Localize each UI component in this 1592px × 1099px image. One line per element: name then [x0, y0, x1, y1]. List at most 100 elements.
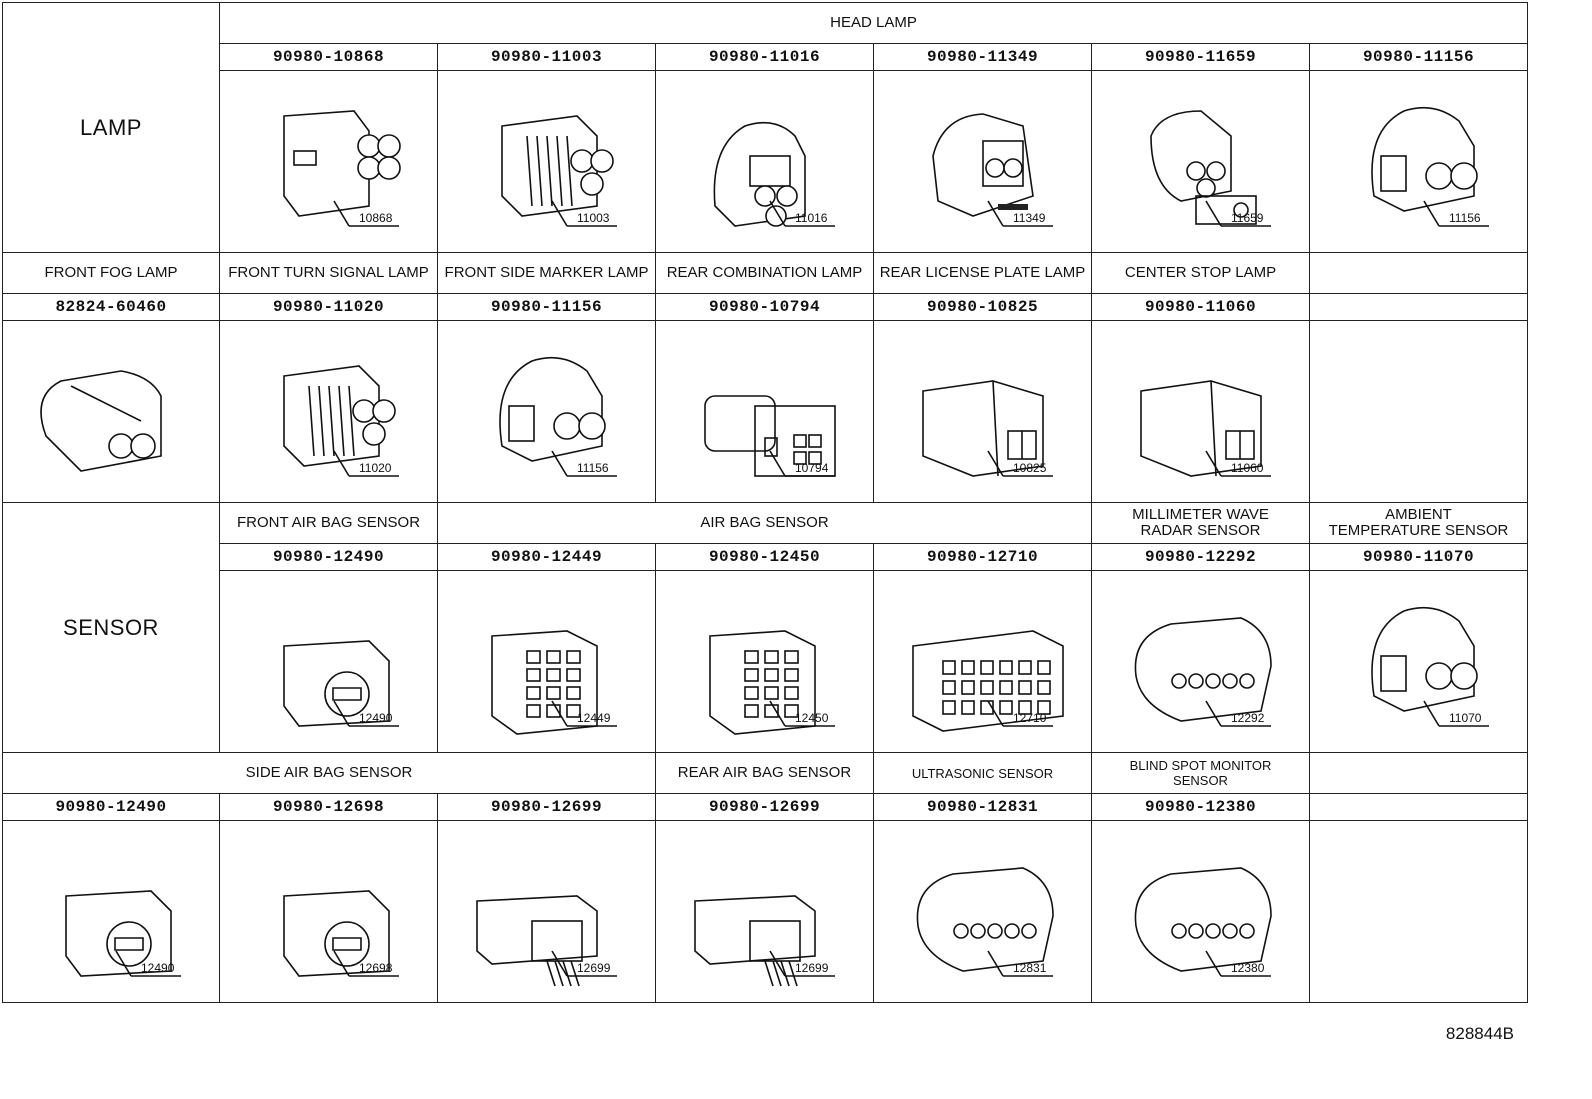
connector-table: LAMP HEAD LAMP 90980-10868 90980-11003 9… — [2, 2, 1592, 1003]
three-pin-hood-connector-icon: 11016 — [713, 121, 835, 227]
part-number: 90980-11659 — [1091, 43, 1310, 71]
callout-leader — [986, 950, 1004, 976]
callout-leader — [550, 950, 568, 976]
blank-part — [1528, 544, 1592, 571]
connector-cell: 12699 — [437, 820, 656, 1003]
label-rear-combination-lamp: REAR COMBINATION LAMP — [655, 252, 874, 294]
part-number: 90980-11156 — [437, 293, 656, 321]
callout-label: 11016 — [795, 211, 828, 225]
callout-label: 12699 — [795, 961, 829, 975]
connector-cell: 10825 — [873, 320, 1092, 503]
label-air-bag-sensor: AIR BAG SENSOR — [437, 502, 1092, 544]
label-head-lamp: HEAD LAMP — [218, 2, 1529, 44]
three-pin-round-connector-icon: 11020 — [282, 364, 399, 477]
connector-cell: 12380 — [1091, 820, 1310, 1003]
callout-leader — [1204, 950, 1222, 976]
part-number: 90980-12831 — [873, 793, 1092, 821]
callout-label: 12450 — [795, 711, 829, 725]
connector-cell: 11659 — [1091, 70, 1310, 253]
three-pin-clip-connector-icon: 11349 — [931, 112, 1053, 227]
multi-pin-round-connector-icon: 12292 — [1134, 616, 1272, 727]
connector-cell: 12698 — [219, 820, 438, 1003]
label-rear-license-plate-lamp: REAR LICENSE PLATE LAMP — [873, 252, 1092, 294]
part-number: 90980-12698 — [219, 793, 438, 821]
callout-leader — [1204, 450, 1222, 476]
callout-leader — [1422, 200, 1440, 226]
part-number: 90980-12490 — [219, 543, 438, 571]
wide-grid-block-connector-icon: 12710 — [911, 629, 1064, 732]
empty-label — [1308, 252, 1529, 294]
multi-pin-round-connector-icon: 12831 — [916, 866, 1054, 977]
blank-cell — [1528, 821, 1592, 1003]
part-number: 90980-12699 — [437, 793, 656, 821]
callout-label: 12490 — [359, 711, 393, 725]
two-pin-hood-connector-icon: 11070 — [1370, 606, 1489, 727]
callout-label: 11156 — [577, 461, 609, 475]
connector-cell: 12292 — [1091, 570, 1310, 753]
callout-label: 11156 — [1449, 211, 1481, 225]
callout-leader — [1204, 700, 1222, 726]
blank-label — [1528, 253, 1592, 294]
connector-cell: 12490 — [219, 570, 438, 753]
callout-label: 11003 — [577, 211, 610, 225]
multi-pin-round-connector-icon: 12380 — [1134, 866, 1272, 977]
blank-part — [1528, 44, 1592, 71]
connector-cell: 11156 — [1308, 70, 1529, 253]
callout-leader — [768, 950, 786, 976]
callout-label: 10825 — [1013, 461, 1047, 475]
three-pin-round-connector-icon: 11003 — [500, 114, 617, 227]
connector-cell: 11070 — [1308, 570, 1529, 753]
callout-leader — [1204, 200, 1222, 226]
blank-label — [1528, 503, 1592, 544]
grid-block-connector-icon: 12450 — [708, 629, 835, 735]
callout-leader — [550, 200, 568, 226]
category-sensor: SENSOR — [2, 502, 220, 753]
wire-lead-connector-icon: 12699 — [693, 894, 835, 986]
part-number: 90980-12710 — [873, 543, 1092, 571]
connector-cell — [2, 320, 220, 503]
callout-leader — [332, 700, 350, 726]
callout-label: 12380 — [1231, 961, 1265, 975]
part-number: 90980-11016 — [655, 43, 874, 71]
blank-cell — [1528, 571, 1592, 753]
callout-label: 11349 — [1013, 211, 1046, 225]
label-ultrasonic-sensor: ULTRASONIC SENSOR — [873, 752, 1092, 794]
callout-label: 12490 — [141, 961, 175, 975]
callout-leader — [550, 700, 568, 726]
callout-leader — [332, 450, 350, 476]
drawing-number: 828844B — [1445, 1024, 1514, 1043]
part-number: 90980-11060 — [1091, 293, 1310, 321]
callout-label: 11070 — [1449, 711, 1482, 725]
part-number: 90980-10825 — [873, 293, 1092, 321]
part-number: 90980-11156 — [1308, 43, 1529, 71]
callout-leader — [768, 200, 786, 226]
part-number: 90980-11003 — [437, 43, 656, 71]
connector-cell: 12710 — [873, 570, 1092, 753]
empty-cell — [1308, 320, 1529, 503]
four-pin-round-connector-icon: 10868 — [282, 109, 401, 227]
label-rear-air-bag-sensor: REAR AIR BAG SENSOR — [655, 752, 874, 794]
callout-label: 12698 — [359, 961, 393, 975]
empty-part — [1308, 793, 1529, 821]
part-number: 90980-12292 — [1091, 543, 1310, 571]
callout-leader — [768, 700, 786, 726]
callout-label: 10868 — [359, 211, 393, 225]
callout-label: 12710 — [1013, 711, 1047, 725]
callout-leader — [332, 950, 350, 976]
connector-cell: 10794 — [655, 320, 874, 503]
airbag-squib-connector-icon: 12698 — [282, 889, 399, 977]
connector-cell: 10868 — [219, 70, 438, 253]
empty-cell — [1308, 820, 1529, 1003]
callout-leader — [986, 700, 1004, 726]
label-front-air-bag-sensor: FRONT AIR BAG SENSOR — [219, 502, 438, 544]
multi-pin-box-connector-icon: 10794 — [703, 394, 836, 477]
callout-label: 12699 — [577, 961, 611, 975]
callout-leader — [768, 450, 786, 476]
blank-label — [1528, 753, 1592, 794]
callout-label: 12292 — [1231, 711, 1265, 725]
airbag-squib-connector-icon: 12490 — [65, 889, 181, 977]
connector-cell: 11020 — [219, 320, 438, 503]
